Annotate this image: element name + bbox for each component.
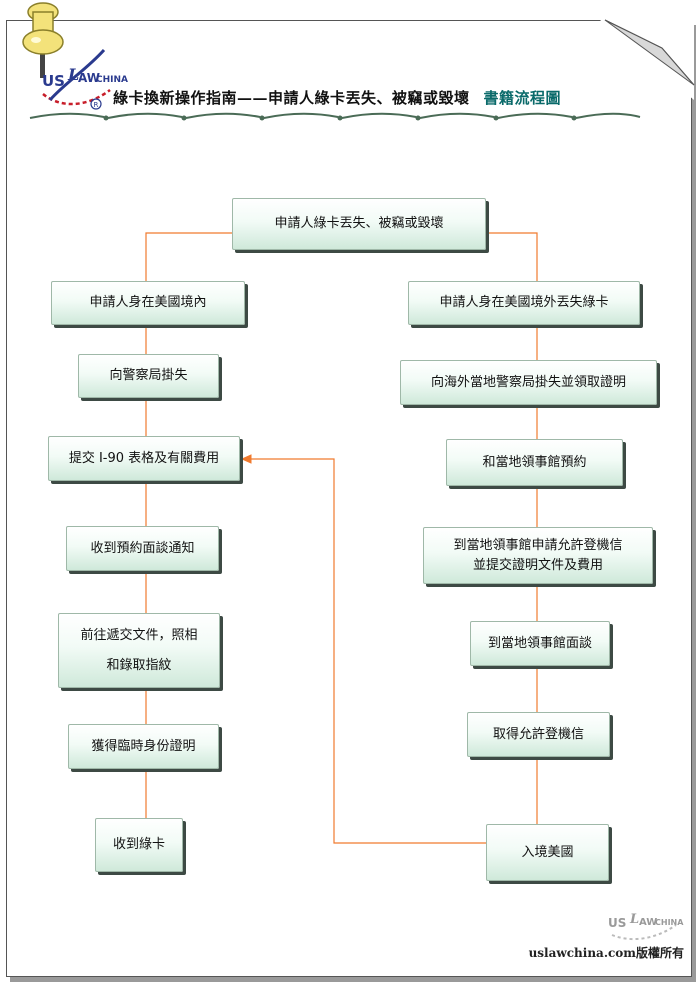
svg-text:L: L	[67, 65, 79, 84]
node-left-5-line-2: 和錄取指紋	[106, 657, 172, 673]
svg-text:AW: AW	[78, 71, 100, 85]
node-left-2: 向警察局掛失	[78, 354, 219, 398]
node-right-4-line-1: 到當地領事館申請允許登機信	[453, 537, 623, 553]
node-left-6: 獲得臨時身份證明	[68, 724, 219, 769]
node-left-5-line-1: 前往遞交文件，照相	[80, 627, 198, 643]
node-right-5: 到當地領事館面談	[470, 621, 610, 666]
svg-text:L: L	[629, 912, 639, 927]
node-left-7: 收到綠卡	[95, 818, 183, 872]
connector-root-right	[484, 232, 538, 283]
node-right-2: 向海外當地警察局掛失並領取證明	[400, 360, 657, 405]
document-page	[6, 20, 692, 977]
node-left-1: 申請人身在美國境內	[51, 281, 245, 325]
page-fold-corner	[600, 19, 695, 100]
connector-root-left	[145, 232, 232, 283]
header-divider	[29, 112, 641, 121]
page-title-text: 綠卡換新操作指南——申請人綠卡丟失、被竊或毀壞	[113, 89, 470, 107]
node-right-4-line-2: 並提交證明文件及費用	[472, 557, 603, 573]
watermark-logo: US L AW CHINA	[608, 912, 684, 941]
node-left-3: 提交 I-90 表格及有關費用	[48, 436, 240, 481]
connector-return-arrow	[240, 454, 486, 844]
copyright-text: uslawchina.com版權所有	[528, 946, 684, 960]
svg-text:US: US	[42, 72, 65, 90]
uslawchina-logo: US L AW CHINA R	[42, 48, 128, 110]
page-subtitle: 書籍流程圖	[483, 89, 562, 107]
svg-text:CHINA: CHINA	[96, 75, 128, 85]
svg-text:US: US	[608, 916, 626, 930]
svg-text:R: R	[94, 101, 99, 109]
node-right-1: 申請人身在美國境外丟失綠卡	[408, 281, 640, 325]
page-title: 綠卡換新操作指南——申請人綠卡丟失、被竊或毀壞書籍流程圖	[113, 87, 561, 108]
node-right-4: 到當地領事館申請允許登機信 並提交證明文件及費用	[423, 527, 653, 584]
svg-text:CHINA: CHINA	[655, 918, 684, 927]
pushpin-icon	[22, 2, 64, 78]
svg-text:AW: AW	[639, 917, 657, 928]
node-root: 申請人綠卡丟失、被竊或毀壞	[232, 198, 486, 250]
node-right-7: 入境美國	[486, 824, 609, 881]
node-right-3: 和當地領事館預約	[446, 439, 623, 486]
node-left-5: 前往遞交文件，照相 和錄取指紋	[58, 613, 220, 688]
node-left-4: 收到預約面談通知	[66, 526, 219, 571]
node-right-6: 取得允許登機信	[467, 712, 610, 757]
